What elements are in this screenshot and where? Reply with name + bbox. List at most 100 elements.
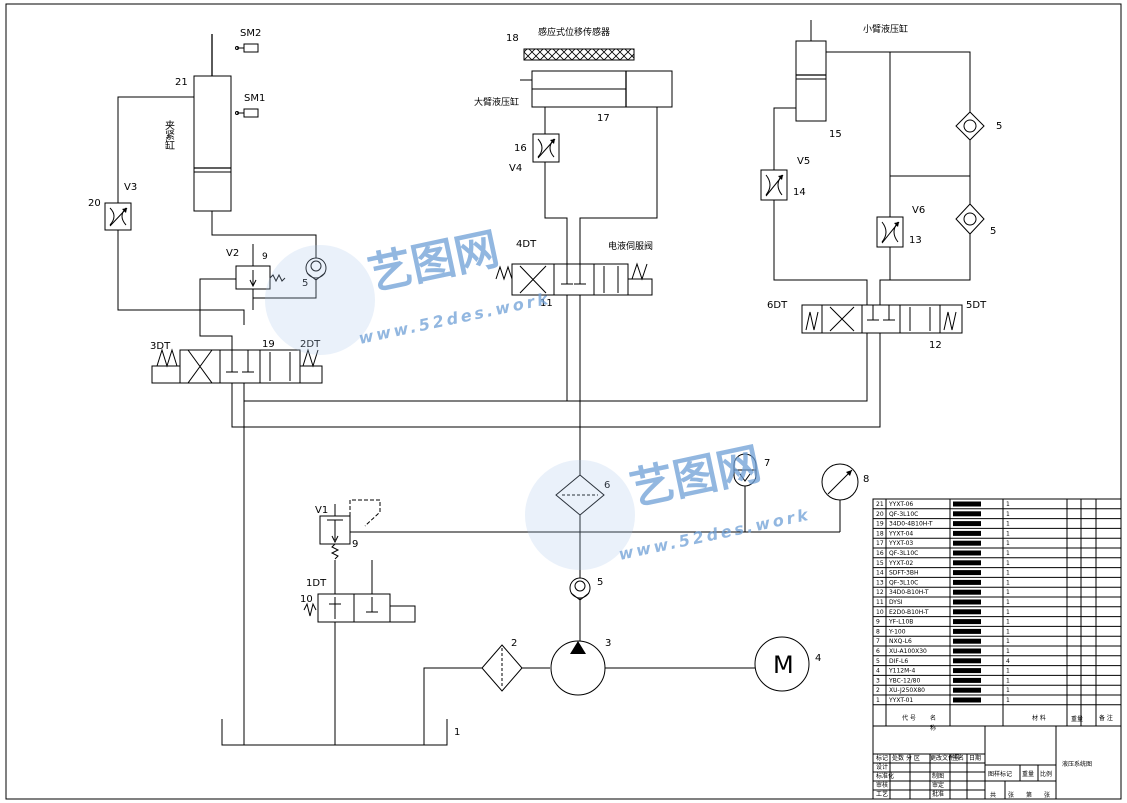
parts-row-name-redacted bbox=[953, 550, 981, 556]
label-5-top-right: 5 bbox=[996, 121, 1002, 132]
parts-row-qty: 1 bbox=[1006, 589, 1010, 596]
tb-page: 第 bbox=[1026, 791, 1032, 799]
tb-sign: 签名 bbox=[952, 754, 964, 762]
parts-row-name-redacted bbox=[953, 530, 981, 536]
pipe-v3-to-valve19 bbox=[117, 230, 245, 325]
label-5-left: 5 bbox=[302, 278, 308, 289]
parts-row-code: QF-3L10C bbox=[889, 579, 918, 586]
tb-zone: 分 区 bbox=[906, 754, 920, 762]
parts-row-qty: 1 bbox=[1006, 638, 1010, 645]
label-2dt: 2DT bbox=[300, 339, 321, 350]
suction-line bbox=[423, 667, 482, 745]
parts-row-no: 2 bbox=[876, 687, 880, 694]
label-5-bottom-right: 5 bbox=[990, 226, 996, 237]
parts-row-no: 10 bbox=[876, 609, 884, 616]
parts-row-qty: 1 bbox=[1006, 619, 1010, 626]
parts-row-name-redacted bbox=[953, 638, 981, 644]
label-1: 1 bbox=[454, 727, 460, 738]
parts-row-qty: 4 bbox=[1006, 658, 1010, 665]
parts-row-no: 6 bbox=[876, 648, 880, 655]
pipe-big-arm-a bbox=[544, 162, 568, 264]
parts-row-code: YYXT-03 bbox=[888, 540, 913, 547]
label-servo-valve: 电液伺服阀 bbox=[608, 240, 653, 252]
parts-row-qty: 1 bbox=[1006, 579, 1010, 586]
parts-row-qty: 1 bbox=[1006, 521, 1010, 528]
label-10: 10 bbox=[300, 594, 313, 605]
parts-row-code: QF-3L10C bbox=[889, 550, 918, 557]
parts-row-code: 34D0-B10H-T bbox=[889, 589, 929, 596]
parts-row-name-redacted bbox=[953, 628, 981, 634]
drawing-border bbox=[5, 3, 1122, 800]
parts-row-code: Y-100 bbox=[888, 628, 906, 635]
parts-row-no: 11 bbox=[876, 599, 884, 606]
plist-header-material: 材 料 bbox=[1032, 714, 1046, 722]
parts-row-qty: 1 bbox=[1006, 697, 1010, 704]
parts-row-no: 12 bbox=[876, 589, 884, 596]
tb-stage-mark: 图样标记 bbox=[988, 770, 1012, 778]
limit-switch-sm1 bbox=[235, 108, 259, 118]
parts-row-name-redacted bbox=[953, 648, 981, 654]
tb-sheet2: 张 bbox=[1044, 791, 1050, 799]
tb-check: 审核 bbox=[876, 781, 888, 789]
parts-row-no: 4 bbox=[876, 668, 880, 675]
motor-4 bbox=[754, 636, 810, 692]
pipe-clamp-bottom bbox=[211, 211, 317, 258]
label-21: 21 bbox=[175, 77, 188, 88]
parts-row-qty: 1 bbox=[1006, 599, 1010, 606]
label-13: 13 bbox=[909, 235, 922, 246]
label-v5: V5 bbox=[797, 156, 810, 167]
parts-row-code: YF-L10B bbox=[888, 619, 913, 626]
label-v1: V1 bbox=[315, 505, 328, 516]
tb-total: 共 bbox=[990, 791, 996, 799]
parts-row-code: Y112M-4 bbox=[888, 668, 915, 675]
label-15: 15 bbox=[829, 129, 842, 140]
check-valve-5-bottom bbox=[569, 577, 591, 601]
parts-row-qty: 1 bbox=[1006, 677, 1010, 684]
label-9-lower: 9 bbox=[352, 539, 358, 550]
label-v2: V2 bbox=[226, 248, 239, 259]
parts-row-name-redacted bbox=[953, 511, 981, 517]
label-v3: V3 bbox=[124, 182, 137, 193]
parts-row-no: 15 bbox=[876, 560, 884, 567]
label-1dt: 1DT bbox=[306, 578, 327, 589]
tank-1 bbox=[221, 719, 448, 746]
tb-standardize: 标准化 bbox=[876, 772, 894, 780]
parts-row-qty: 1 bbox=[1006, 550, 1010, 557]
pressure-line-main bbox=[243, 333, 868, 402]
label-v6: V6 bbox=[912, 205, 925, 216]
label-20: 20 bbox=[88, 198, 101, 209]
check-valve-5-left bbox=[305, 257, 327, 281]
parts-row-code: XU-J250X80 bbox=[889, 687, 925, 694]
parts-row-code: YYXT-06 bbox=[888, 501, 913, 508]
motor-symbol: M bbox=[773, 651, 794, 679]
displacement-sensor-18 bbox=[523, 48, 635, 61]
parts-row-no: 3 bbox=[876, 677, 880, 684]
parts-row-name-redacted bbox=[953, 687, 981, 693]
label-big-arm-cylinder: 大臂液压缸 bbox=[474, 96, 519, 108]
tb-approve: 批准 bbox=[932, 790, 944, 798]
throttle-valve-v6 bbox=[876, 216, 904, 248]
plist-header-name2: 称 bbox=[930, 724, 936, 732]
small-arm-cylinder-15 bbox=[795, 20, 827, 122]
parts-row-no: 14 bbox=[876, 570, 884, 577]
parts-row-code: DIF-L6 bbox=[889, 658, 908, 665]
parts-row-code: YYXT-02 bbox=[888, 560, 913, 567]
label-4dt: 4DT bbox=[516, 239, 537, 250]
return-line-main bbox=[231, 333, 881, 428]
pipe-valve9-bypass bbox=[199, 278, 236, 350]
parts-row-code: 34D0-4B10H-T bbox=[889, 521, 933, 528]
label-3: 3 bbox=[605, 638, 611, 649]
parts-row-no: 7 bbox=[876, 638, 880, 645]
parts-row-name-redacted bbox=[953, 619, 981, 625]
check-valve-5-top-right bbox=[955, 111, 985, 141]
label-8: 8 bbox=[863, 474, 869, 485]
throttle-valve-14 bbox=[760, 169, 788, 201]
big-arm-cylinder-17 bbox=[520, 70, 673, 108]
parts-row-qty: 1 bbox=[1006, 648, 1010, 655]
parts-row-code: NXQ-L6 bbox=[889, 638, 912, 645]
label-18: 18 bbox=[506, 33, 519, 44]
relief-valve-v1 bbox=[319, 499, 381, 560]
parts-row-no: 5 bbox=[876, 658, 880, 665]
parts-row-no: 16 bbox=[876, 550, 884, 557]
